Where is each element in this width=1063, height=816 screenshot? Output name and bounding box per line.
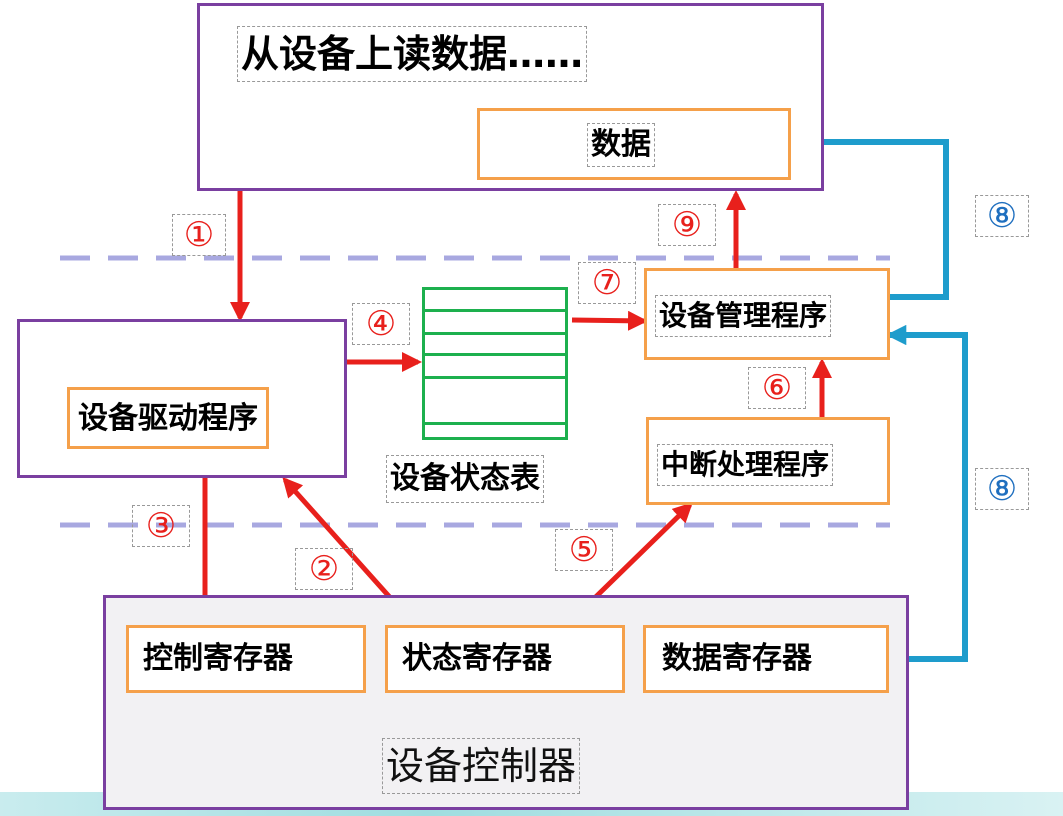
step-9-label: ⑨ — [658, 204, 716, 246]
application-title: 从设备上读数据…… — [237, 26, 588, 82]
arrow-step-8-from-register — [885, 324, 968, 662]
step-5-label: ⑤ — [555, 529, 613, 571]
status-table-row — [425, 353, 565, 356]
device-controller-label: 设备控制器 — [382, 738, 581, 794]
arrow-step-7 — [571, 310, 648, 331]
device-manager-label: 设备管理程序 — [655, 295, 832, 337]
step-8-label-upper: ⑧ — [975, 195, 1029, 237]
device-status-table-label: 设备状态表 — [386, 455, 544, 503]
status-table-row — [425, 309, 565, 312]
arrow-step-8-to-data — [783, 131, 949, 300]
device-controller-box: 控制寄存器 状态寄存器 数据寄存器 设备控制器 — [103, 595, 909, 810]
step-1-label: ① — [172, 214, 226, 256]
status-table-row — [425, 376, 565, 379]
step-6-label: ⑥ — [748, 367, 806, 409]
device-manager-box: 设备管理程序 — [644, 268, 890, 360]
step-8-label-lower: ⑧ — [975, 468, 1029, 510]
control-register-box: 控制寄存器 — [126, 625, 366, 693]
device-driver-box: 设备驱动程序 — [17, 319, 347, 478]
step-7-label: ⑦ — [578, 262, 636, 304]
status-register-box: 状态寄存器 — [385, 625, 625, 693]
step-4-label: ④ — [352, 303, 410, 345]
device-status-table — [422, 287, 568, 440]
device-driver-label: 设备驱动程序 — [67, 387, 269, 449]
interrupt-handler-box: 中断处理程序 — [646, 417, 890, 505]
status-table-row — [425, 422, 565, 425]
step-2-label: ② — [295, 548, 353, 590]
application-box: 从设备上读数据…… 数据 — [197, 3, 824, 191]
data-buffer-box: 数据 — [477, 108, 791, 180]
status-table-row — [425, 332, 565, 335]
step-3-label: ③ — [132, 505, 190, 547]
data-buffer-label: 数据 — [587, 123, 655, 167]
interrupt-handler-label: 中断处理程序 — [657, 444, 834, 486]
data-register-box: 数据寄存器 — [643, 625, 889, 693]
